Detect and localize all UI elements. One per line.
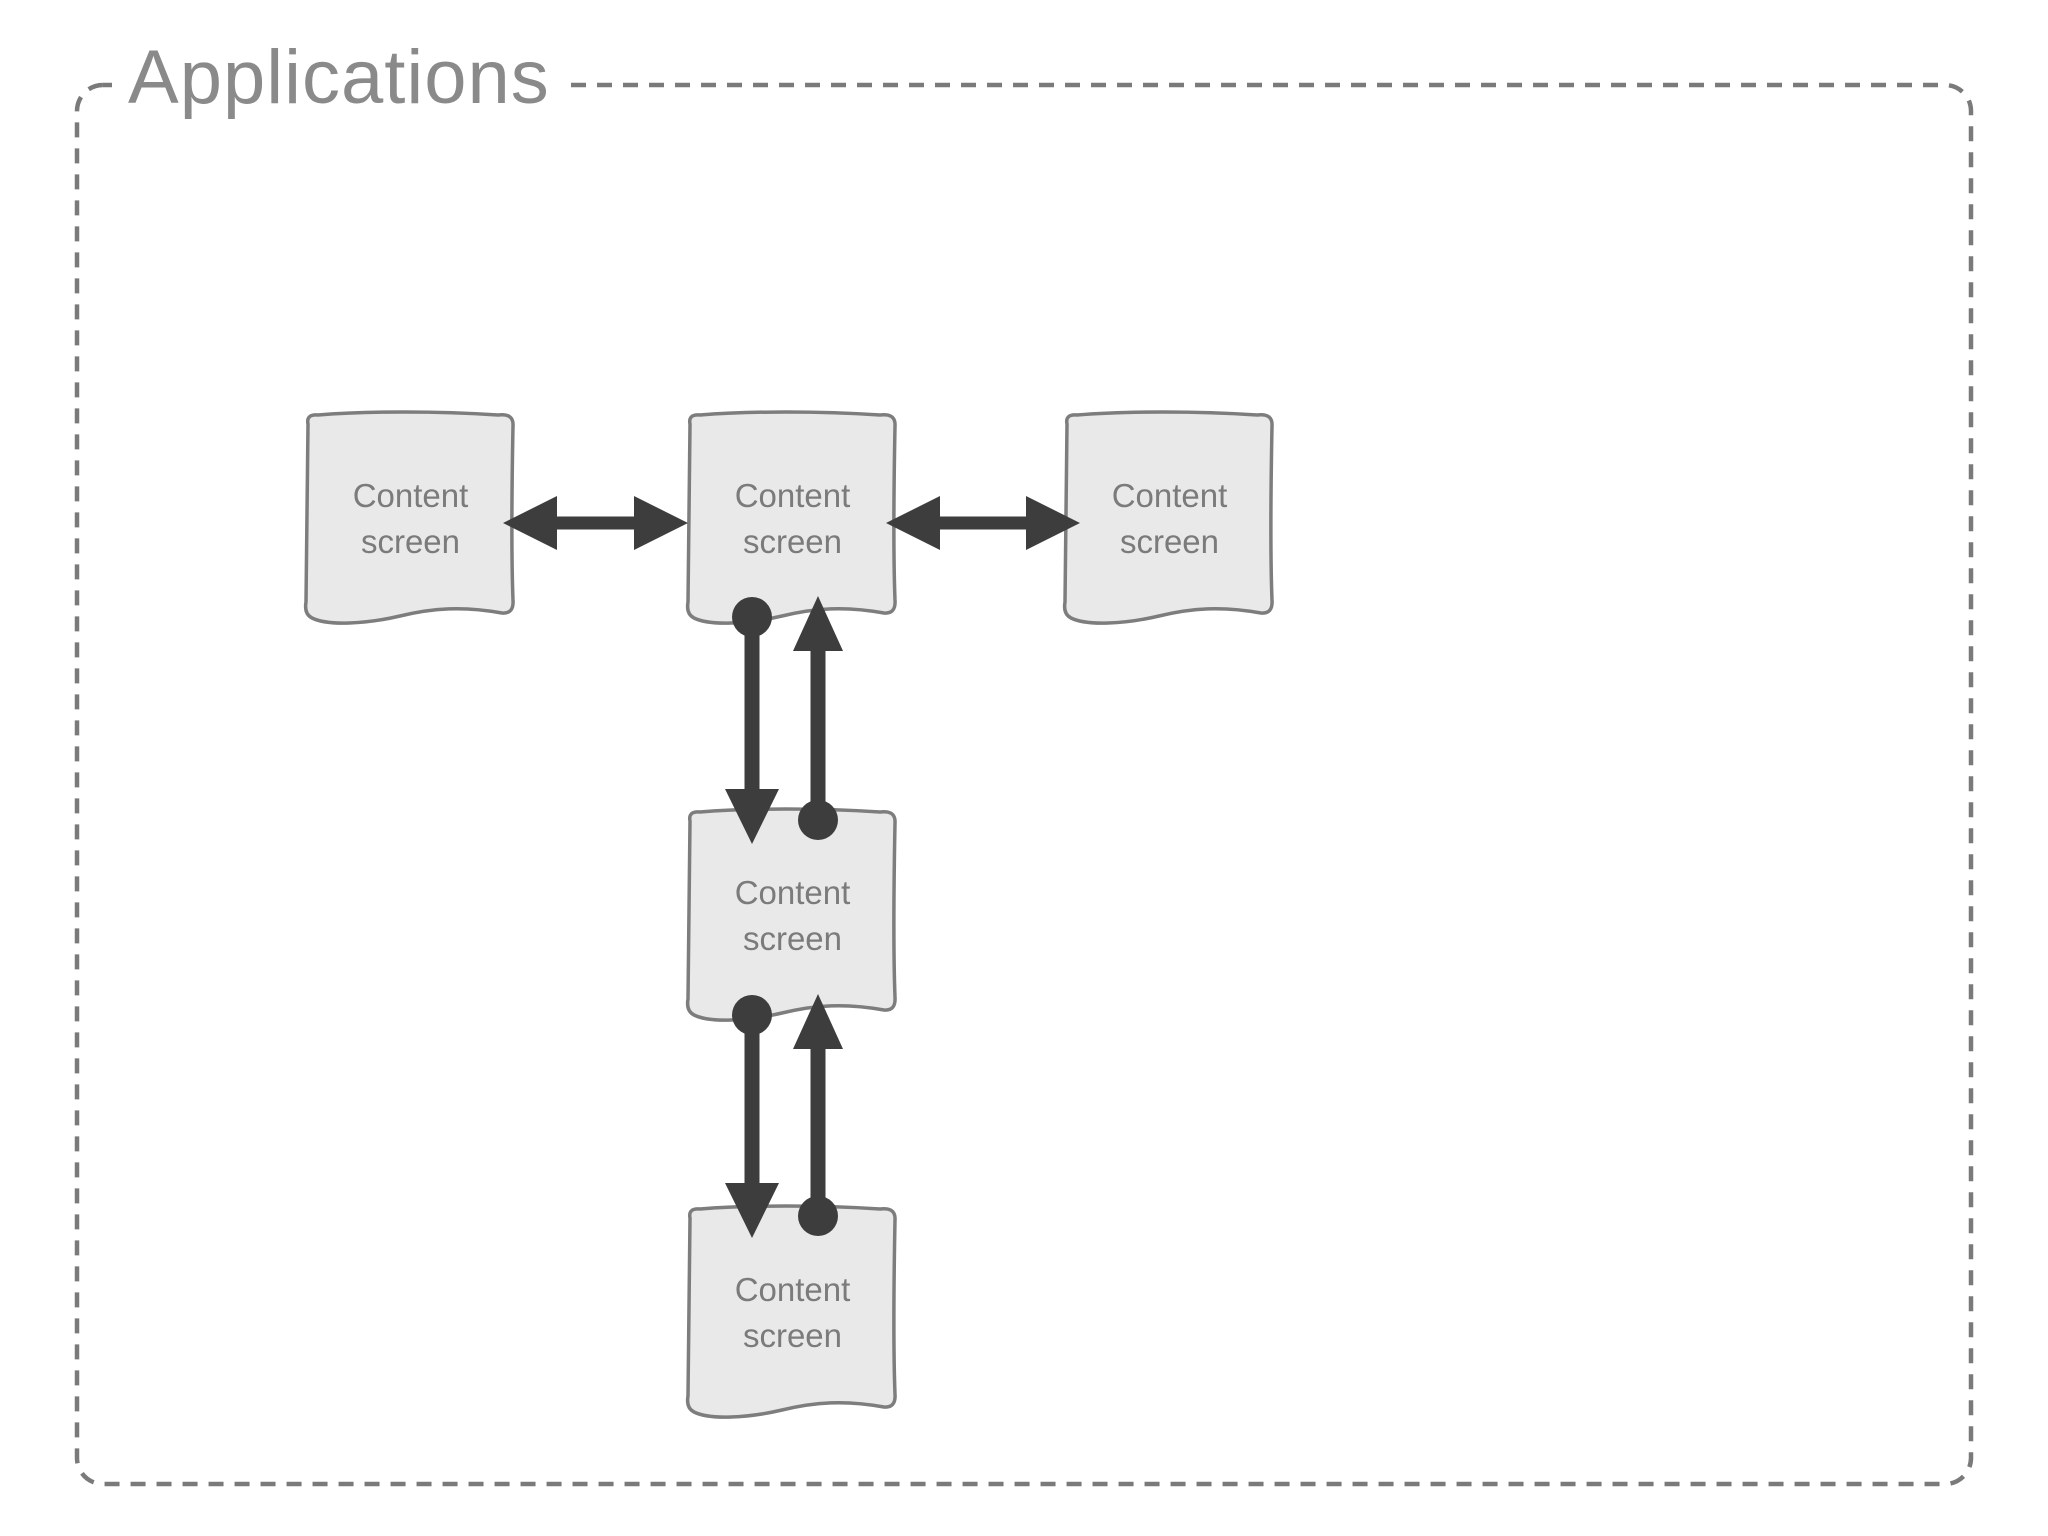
content-screen-box-2: Content screen	[680, 408, 905, 638]
content-screen-label: Content screen	[1111, 476, 1228, 560]
frame-title: Applications	[112, 30, 566, 125]
paper-sheet-shape	[685, 807, 897, 1022]
paper-sheet-shape	[1062, 410, 1274, 625]
content-screen-box-3: Content screen	[1057, 408, 1282, 638]
content-screen-label: Content screen	[734, 476, 851, 560]
content-screen-box-5: Content screen	[680, 1202, 905, 1432]
content-screen-box-4: Content screen	[680, 805, 905, 1035]
content-screen-box-1: Content screen	[298, 408, 523, 638]
content-screen-label: Content screen	[734, 873, 851, 957]
content-screen-label: Content screen	[352, 476, 469, 560]
content-screen-label: Content screen	[734, 1270, 851, 1354]
paper-sheet-shape	[303, 410, 515, 625]
paper-sheet-shape	[685, 410, 897, 625]
paper-sheet-shape	[685, 1204, 897, 1419]
